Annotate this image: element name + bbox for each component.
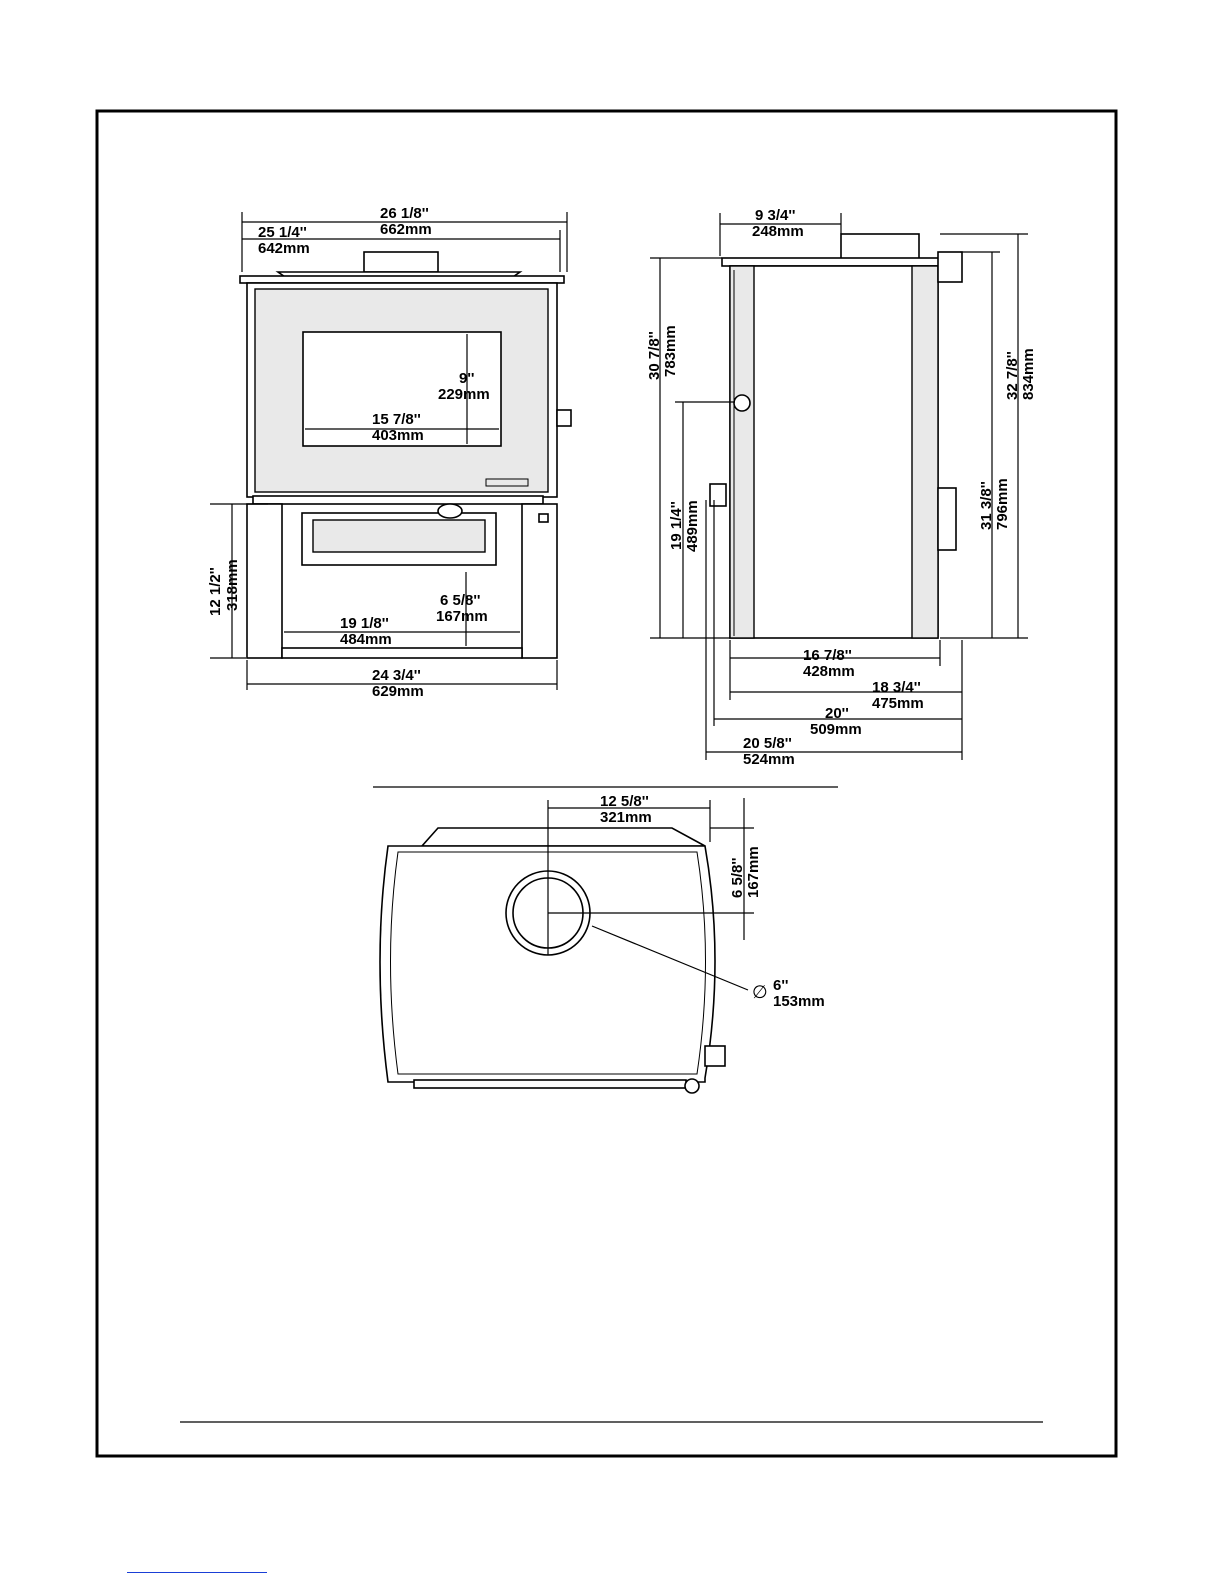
dim-depth-1-in: 16 7/8'' xyxy=(803,647,852,664)
footer-link-underline xyxy=(127,1572,267,1573)
dim-flue-offset-in: 9 3/4'' xyxy=(755,207,796,224)
side-body xyxy=(730,266,938,638)
front-flue-collar xyxy=(364,252,438,272)
dim-depth-3-mm: 509mm xyxy=(810,721,862,738)
dim-base-width-in: 24 3/4'' xyxy=(372,667,421,684)
side-rear-bracket xyxy=(938,252,962,282)
dim-flue-y-in: 6 5/8'' xyxy=(729,858,746,899)
front-top-slab xyxy=(240,276,564,283)
dim-glass-height-mm: 229mm xyxy=(438,386,490,403)
front-base xyxy=(282,648,522,658)
dim-overall-width-in: 26 1/8'' xyxy=(380,205,429,222)
dim-depth-3-in: 20'' xyxy=(825,705,849,722)
front-ash-drawer-inner xyxy=(313,520,485,552)
dim-flue-y-mm: 167mm xyxy=(745,846,762,898)
dim-body-height-mm: 783mm xyxy=(662,325,679,377)
dim-leg-height-mm: 318mm xyxy=(224,559,241,611)
dim-flue-x-in: 12 5/8'' xyxy=(600,793,649,810)
dim-base-width-mm: 629mm xyxy=(372,683,424,700)
dim-depth-4-in: 20 5/8'' xyxy=(743,735,792,752)
dim-flue-x-mm: 321mm xyxy=(600,809,652,826)
dim-overall-width-mm: 662mm xyxy=(380,221,432,238)
dim-glass-width-in: 15 7/8'' xyxy=(372,411,421,428)
dim-depth-1-mm: 428mm xyxy=(803,663,855,680)
side-flue-collar xyxy=(841,234,919,259)
side-top-slab xyxy=(722,258,946,266)
dim-leg-inner-width-in: 19 1/8'' xyxy=(340,615,389,632)
dim-door-height-in: 19 1/4'' xyxy=(668,501,685,550)
dim-flue-offset-mm: 248mm xyxy=(752,223,804,240)
dim-flue-diameter-in: 6'' xyxy=(773,977,788,994)
front-view: 26 1/8'' 662mm 25 1/4'' 642mm 9'' 229mm … xyxy=(207,205,571,700)
front-leg-left xyxy=(247,504,282,658)
dim-flue-diameter-mm: 153mm xyxy=(773,993,825,1010)
dim-top-width-mm: 642mm xyxy=(258,240,310,257)
dim-rear-height-in: 31 3/8'' xyxy=(978,481,995,530)
top-view: 12 5/8'' 321mm 6 5/8'' 167mm ∅ 6'' 153mm xyxy=(373,787,838,1093)
front-ash-knob xyxy=(438,504,462,518)
top-front-lip xyxy=(414,1080,686,1088)
front-leg-right xyxy=(522,504,557,658)
dim-ashpan-height-mm: 167mm xyxy=(436,608,488,625)
dim-door-height-mm: 489mm xyxy=(684,500,701,552)
side-door-knob xyxy=(734,395,750,411)
side-rear-panel xyxy=(912,266,938,638)
dim-leg-height-in: 12 1/2'' xyxy=(207,567,224,616)
dim-depth-2-in: 18 3/4'' xyxy=(872,679,921,696)
front-band xyxy=(253,496,543,504)
dim-depth-4-mm: 524mm xyxy=(743,751,795,768)
dim-rear-height-mm: 796mm xyxy=(994,478,1011,530)
top-front-knob xyxy=(685,1079,699,1093)
side-view: 9 3/4'' 248mm 30 7/8'' 783mm 19 1/4'' 48… xyxy=(646,207,1037,768)
dim-leg-inner-width-mm: 484mm xyxy=(340,631,392,648)
dim-flue-diameter-symbol: ∅ xyxy=(752,982,768,1002)
top-rear-lip xyxy=(422,828,705,846)
top-handle xyxy=(705,1046,725,1066)
front-side-clip xyxy=(539,514,548,522)
dim-glass-height-in: 9'' xyxy=(459,370,474,387)
dim-glass-width-mm: 403mm xyxy=(372,427,424,444)
dim-top-height-mm: 834mm xyxy=(1020,348,1037,400)
dim-top-width-in: 25 1/4'' xyxy=(258,224,307,241)
dim-ashpan-height-in: 6 5/8'' xyxy=(440,592,481,609)
side-rear-box xyxy=(938,488,956,550)
side-air-control xyxy=(710,484,726,506)
dim-top-height-in: 32 7/8'' xyxy=(1004,351,1021,400)
dim-depth-2-mm: 475mm xyxy=(872,695,924,712)
dim-body-height-in: 30 7/8'' xyxy=(646,331,663,380)
front-handle xyxy=(557,410,571,426)
